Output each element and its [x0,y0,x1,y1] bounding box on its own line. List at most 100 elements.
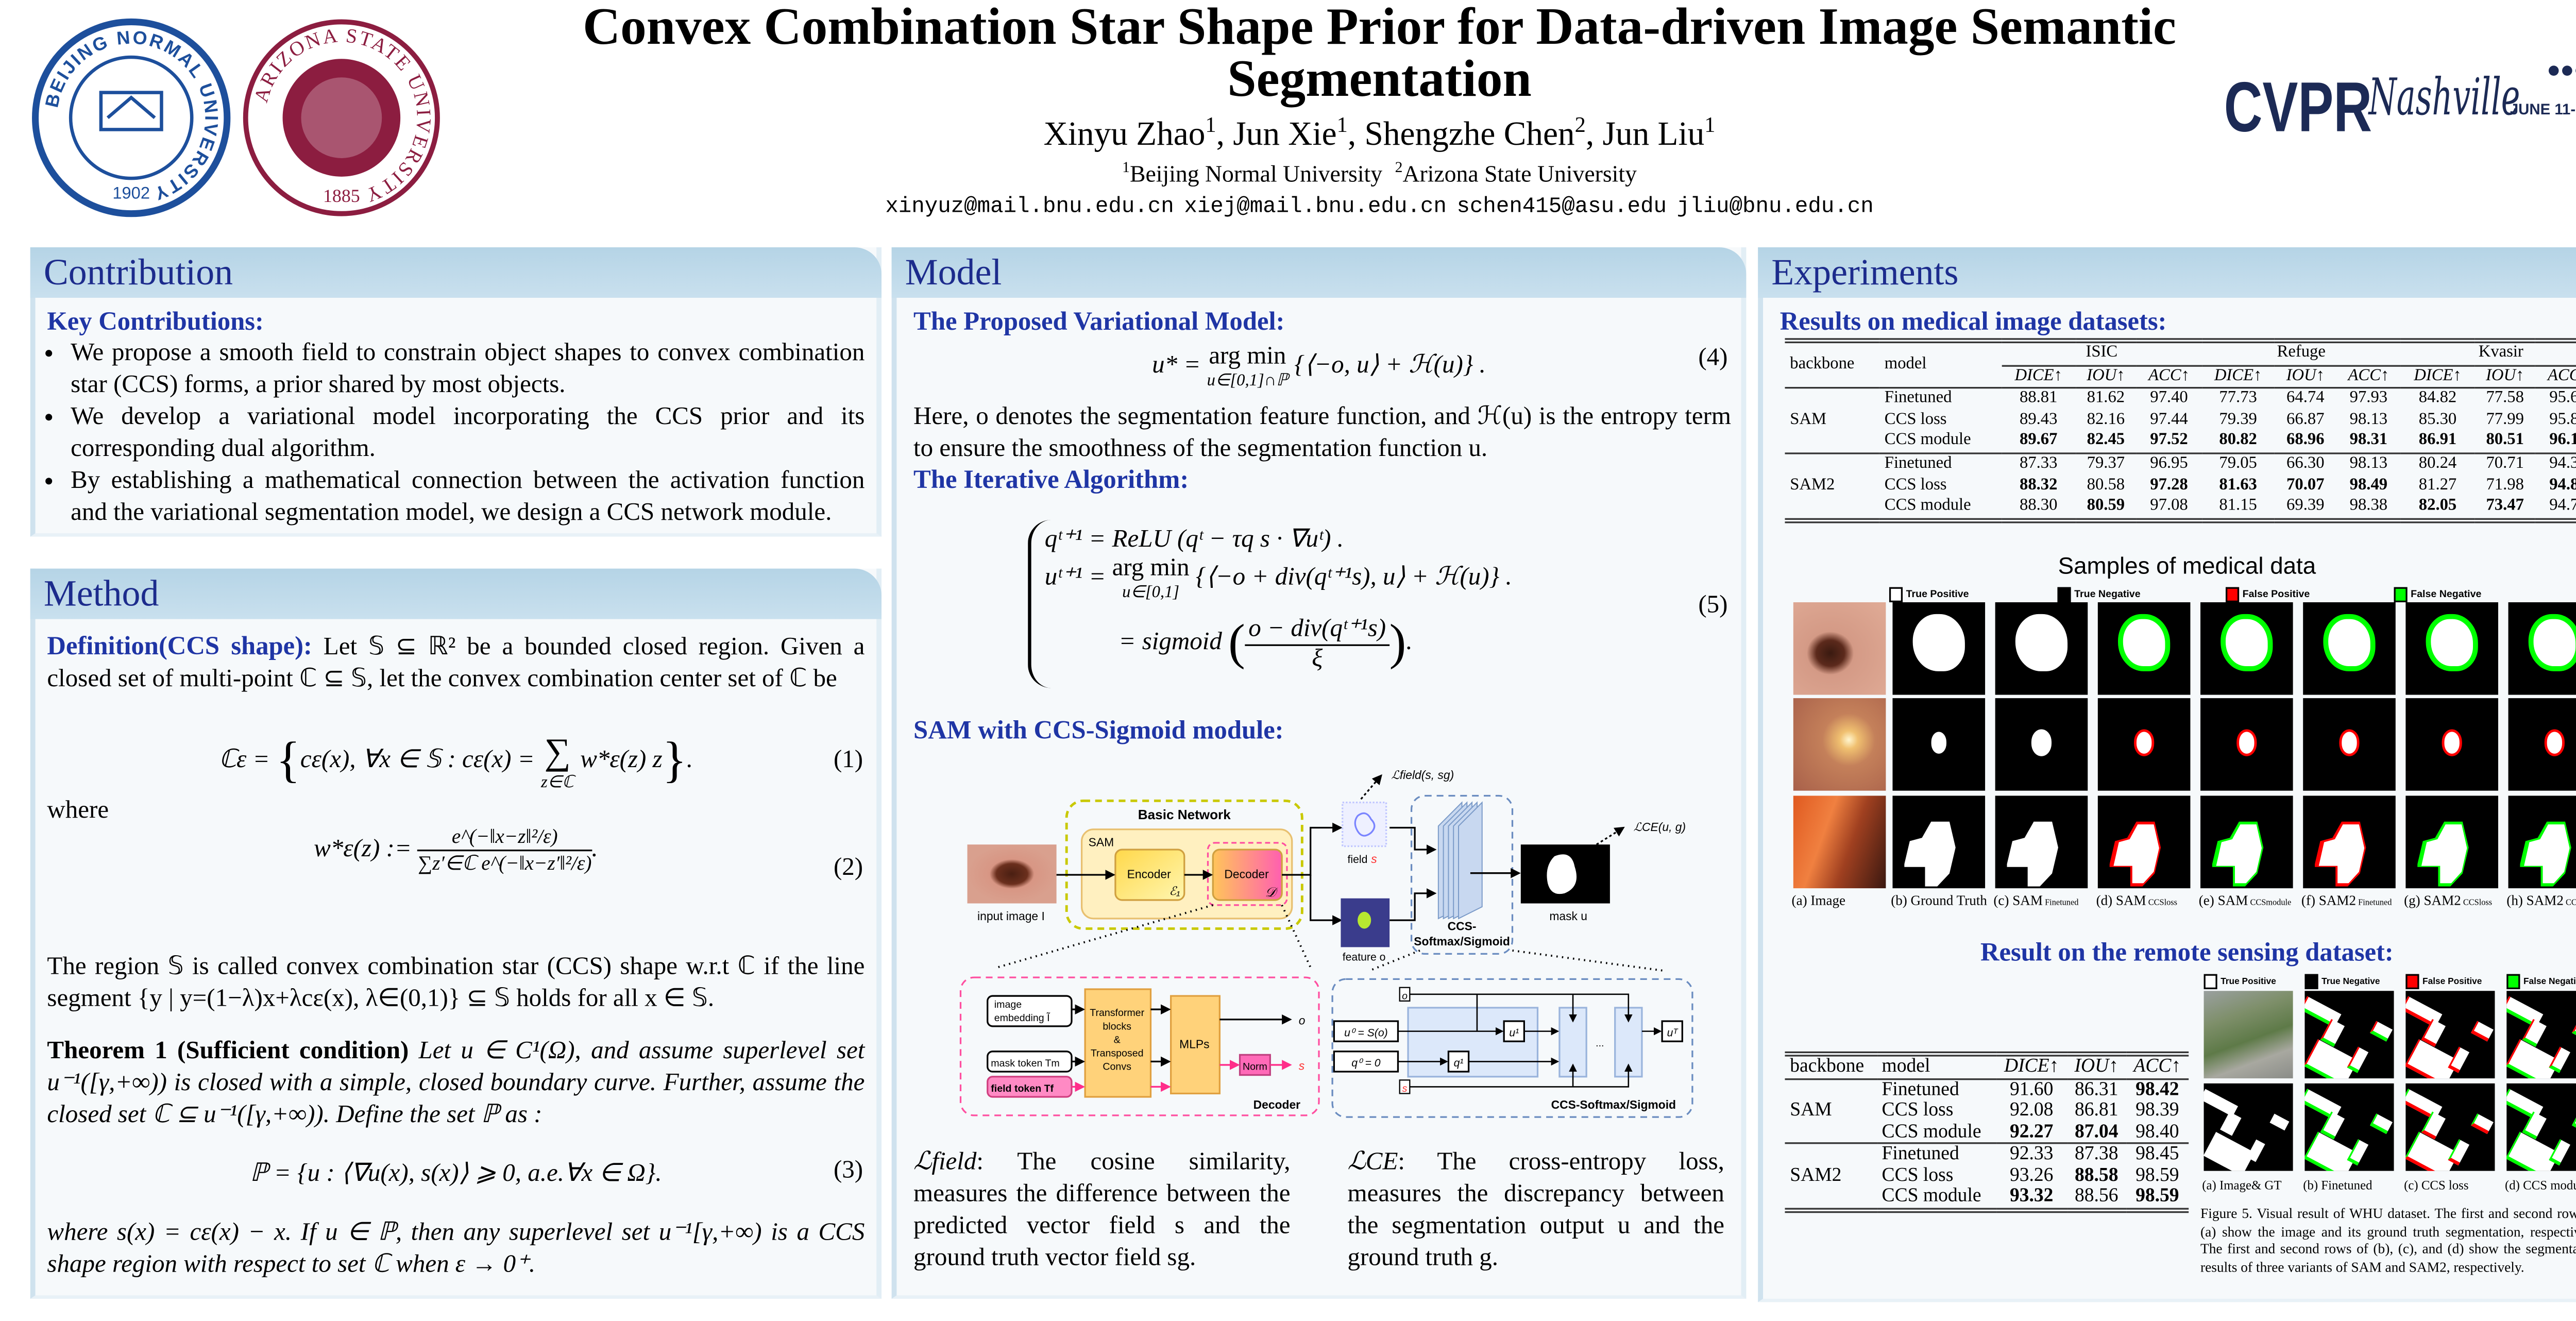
segmentation-tile [2405,795,2498,889]
value-cell: 80.58 [2087,475,2125,494]
list-item: By establishing a mathematical connectio… [71,466,865,530]
value-cell: 92.27 [2009,1121,2054,1142]
theorem: Theorem 1 (Sufficient condition) Let u ∈… [47,1038,865,1129]
segmentation-tile [2097,795,2191,889]
value-cell: 98.59 [2136,1165,2179,1185]
value-cell: 92.08 [2009,1100,2054,1121]
panel-title: Method [43,572,159,614]
model-cell: Finetuned [1884,454,1952,473]
value-cell: 98.13 [2349,454,2388,473]
legend-swatch [2506,974,2520,989]
value-cell: 81.63 [2219,475,2257,494]
segmentation-shape [2546,731,2563,754]
segmentation-shape [2238,731,2255,754]
value-cell: 93.26 [2009,1165,2054,1185]
value-cell: 95.62 [2549,388,2576,408]
value-cell: 88.81 [2019,388,2058,408]
value-cell: 85.30 [2418,410,2457,429]
building-shape [2571,1021,2576,1042]
segmentation-tile [2303,602,2396,695]
value-cell: 77.58 [2486,388,2524,408]
figure-subcaption: (f) SAM2 Finetuned [2301,893,2392,908]
segmentation-tile [1995,602,2088,695]
caption-text: (a) Image [1791,893,1846,909]
building-shape [2246,1139,2265,1162]
title-line-2: Segmentation [1227,48,1532,108]
segmentation-tile [2405,991,2495,1079]
svg-text:Nashville: Nashville [2368,68,2520,127]
svg-text:ℒfield(s, sg): ℒfield(s, sg) [1391,768,1454,782]
equation-1: ℂε = {cε(x), ∀x ∈ 𝕊 : cε(x) = ∑z∈ℂ w*ε(z… [218,730,693,792]
svg-text:Decoder: Decoder [1224,867,1269,880]
l-field-description: ℒfield: The cosine similarity, measures … [913,1149,1291,1272]
svg-text:mask token Tm: mask token Tm [991,1058,1059,1069]
caption-subscript: Finetuned [2356,900,2392,909]
svg-text:Encoder: Encoder [1127,867,1171,880]
value-cell: 93.32 [2009,1186,2054,1207]
panel-header: Experiments [1758,247,2576,298]
segmentation-shape [2341,731,2358,754]
building-shape [2269,1113,2290,1131]
segmentation-tile [2097,602,2191,695]
building-shape [2370,1021,2393,1042]
value-cell: 98.31 [2349,431,2388,450]
field-image [1342,801,1387,848]
authors: Xinyu Zhao1 Jun Xie1 Shengzhe Chen2 Jun … [505,111,2255,155]
legend-swatch [2204,974,2217,989]
value-cell: 77.73 [2219,388,2257,408]
value-cell: 84.82 [2418,388,2457,408]
segmentation-shape [1930,731,1947,754]
svg-text:mask u: mask u [1549,909,1587,923]
panel-title: Contribution [43,250,233,293]
equation-number: (2) [833,854,863,882]
building-shape [2220,1111,2242,1136]
sample-image [1793,698,1886,791]
value-cell: 97.40 [2150,388,2188,408]
figure-subcaption: (c) SAM Finetuned [1993,893,2078,908]
caption-subscript: CCSloss [2461,900,2493,909]
panel-header: Method [30,568,882,619]
svg-text:Softmax/Sigmoid: Softmax/Sigmoid [1414,935,1510,948]
caption-text: (b) Ground Truth [1891,893,1987,909]
column-header: backbone [1790,1056,1865,1077]
column-header: IOU↑ [2074,1056,2119,1077]
ccs-detail-box [1331,978,1693,1118]
value-cell: 88.30 [2019,496,2058,515]
legend-item: True Positive [2204,974,2276,989]
model-cell: Finetuned [1884,388,1952,408]
value-cell: 94.31 [2549,454,2576,473]
panel-title: Experiments [1771,250,1959,293]
value-cell: 98.42 [2136,1079,2179,1099]
value-cell: 87.38 [2074,1144,2119,1164]
email: jliu@bnu.edu.cn [1676,193,1874,219]
segmentation-shape [2534,619,2575,667]
value-cell: 80.59 [2087,496,2125,515]
segmentation-tile [1892,698,1986,791]
legend-item: False Positive [2405,974,2482,989]
value-cell: 96.95 [2150,454,2188,473]
section-subtitle: SAM with CCS-Sigmoid module: [913,717,1284,746]
caption-subscript: CCSloss [2146,900,2178,909]
segmentation-shape [2124,619,2165,667]
backbone-cell: SAM [1790,410,1827,429]
author: Shengzhe Chen2 [1365,111,1603,153]
aerial-image [2204,991,2293,1079]
legend-swatch [1889,587,1903,602]
segmentation-tile [1892,795,1986,889]
value-cell: 91.60 [2009,1079,2054,1099]
segmentation-shape [2444,731,2461,754]
equation-3: ℙ = {u : ⟨∇u(x), s(x)⟩ ⩾ 0, a.e.∀x ∈ Ω}. [250,1161,662,1188]
value-cell: 98.40 [2136,1121,2179,1142]
value-cell: 88.56 [2074,1186,2119,1207]
model-cell: CCS loss [1884,410,1947,429]
segmentation-shape [2329,619,2370,667]
value-cell: 79.05 [2219,454,2257,473]
value-cell: 66.87 [2286,410,2325,429]
svg-text:q¹: q¹ [1454,1057,1464,1069]
value-cell: 88.32 [2019,475,2058,494]
caption-subscript: CCSmodule [2248,900,2292,909]
